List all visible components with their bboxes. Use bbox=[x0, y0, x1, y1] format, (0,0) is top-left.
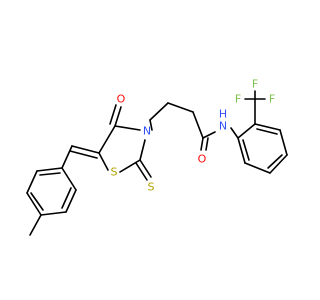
bond-s1-c5 bbox=[98, 152, 109, 171]
bond-ar-inner-3 bbox=[39, 172, 61, 176]
bond-c4-o-b bbox=[109, 104, 117, 125]
atom-oxygen-amide: O bbox=[198, 153, 207, 166]
bond-c2-s-a bbox=[139, 159, 152, 178]
bond-br2-br3 bbox=[254, 123, 281, 131]
bond-n3-ch2a bbox=[149, 119, 153, 131]
bond-c5-ch-a bbox=[71, 145, 100, 154]
atom-oxygen-ring: O bbox=[117, 93, 126, 106]
bond-n3-c2 bbox=[139, 139, 146, 161]
bond-ar-inner-2 bbox=[30, 192, 44, 211]
atom-sulfur-thione: S bbox=[148, 181, 155, 194]
bond-ch2c-co bbox=[192, 111, 204, 139]
bond-c4-n3 bbox=[114, 125, 141, 131]
atom-labels: O N S S O N H F F F bbox=[111, 78, 276, 194]
atom-fluorine-2: F bbox=[269, 93, 275, 106]
atom-nitrogen-amide: N bbox=[219, 120, 227, 133]
bond-ar3-ar4 bbox=[40, 211, 67, 216]
bond-co-o-b bbox=[205, 137, 209, 151]
bond-br4-br5 bbox=[269, 154, 288, 174]
bond-c4-o-a bbox=[114, 106, 122, 127]
bond-c2-s-b bbox=[135, 162, 148, 181]
bond-ar2-ar3 bbox=[65, 189, 77, 213]
bond-br1-br2 bbox=[237, 123, 256, 139]
bond-ar-methyl bbox=[29, 214, 42, 236]
atom-hydrogen-amide: H bbox=[219, 108, 227, 121]
bonds bbox=[26, 90, 288, 236]
bond-co-o-a bbox=[200, 137, 204, 151]
atom-fluorine-1: F bbox=[235, 93, 241, 106]
bond-co-nh bbox=[202, 131, 216, 139]
bond-nh-ar bbox=[230, 127, 239, 139]
bond-ar6-ar1 bbox=[36, 167, 63, 172]
structure-diagram: O N S S O N H F F F bbox=[26, 78, 288, 236]
bond-br5-br6 bbox=[244, 162, 271, 174]
bond-br3-br4 bbox=[279, 129, 288, 156]
bond-c5-ch-b bbox=[69, 150, 98, 159]
bond-ar-inner-1 bbox=[61, 187, 72, 209]
molecule-canvas: O N S S O N H F F F bbox=[26, 77, 288, 236]
bond-ar5-ar6 bbox=[26, 170, 38, 194]
bond-ar1-ar2 bbox=[61, 167, 77, 191]
bond-c4-c5 bbox=[98, 125, 116, 154]
bond-ar4-ar5 bbox=[26, 192, 42, 216]
bond-br-inner-1 bbox=[256, 128, 278, 135]
bond-br-inner-3 bbox=[242, 139, 250, 161]
bond-ch2b-ch2c bbox=[167, 102, 194, 113]
atom-sulfur-ring: S bbox=[111, 166, 118, 179]
bond-ch-ar bbox=[61, 145, 73, 169]
atom-fluorine-3: F bbox=[252, 78, 258, 91]
atom-nitrogen-ring: N bbox=[143, 125, 151, 138]
bond-c2-s1 bbox=[119, 159, 141, 173]
bond-br-inner-2 bbox=[267, 154, 283, 169]
bond-ch2a-ch2b bbox=[149, 102, 169, 121]
bond-br6-br1 bbox=[237, 137, 246, 164]
